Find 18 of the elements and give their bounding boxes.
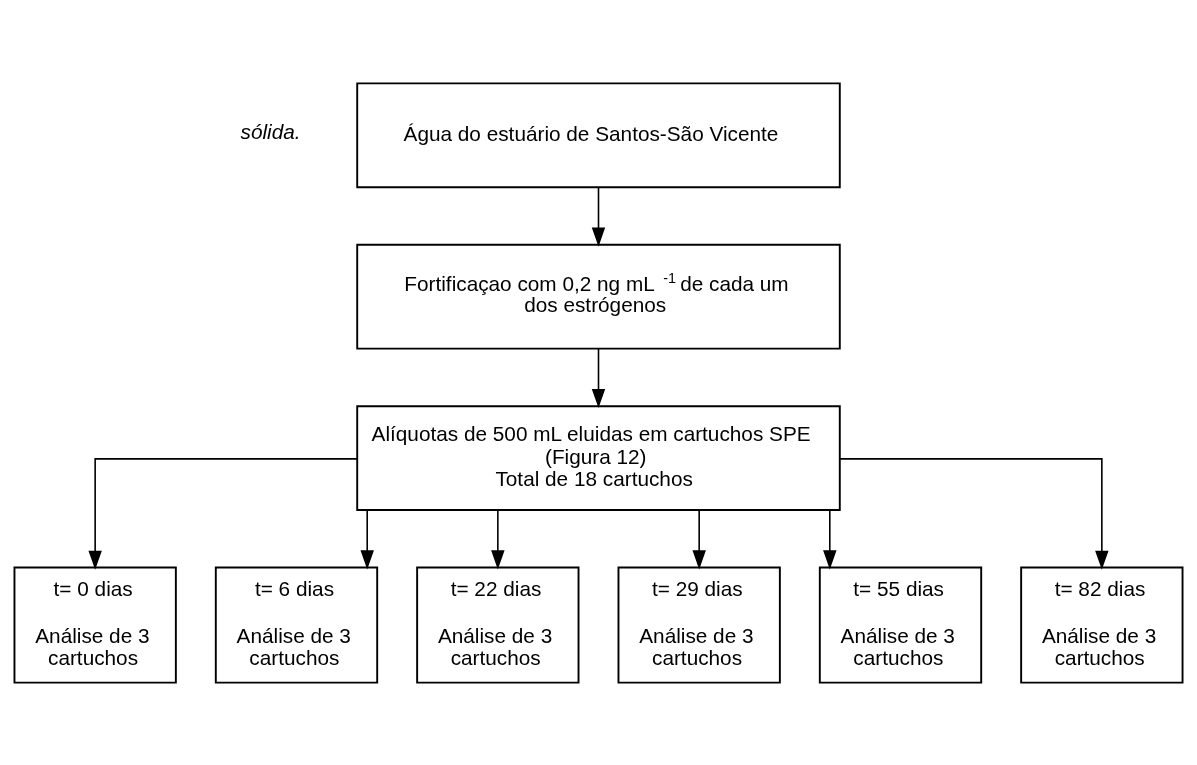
node-box: t= 55 dias Análise de 3 cartuchos — [818, 566, 983, 684]
node-box: t= 22 dias Análise de 3 cartuchos — [416, 566, 580, 684]
arrow — [360, 509, 374, 570]
arrow — [591, 347, 606, 408]
node-box: t= 29 dias Análise de 3 cartuchos — [617, 566, 781, 684]
node-box: t= 82 dias Análise de 3 cartuchos — [1020, 566, 1184, 684]
arrow — [692, 509, 706, 570]
node-box: t= 0 dias Análise de 3 cartuchos — [13, 566, 177, 684]
arrow — [591, 185, 606, 247]
arrow — [839, 457, 1109, 570]
node-box: Alíquotas de 500 mL eluidas em cartuchos SPE (Figura 12) Total de 18 cartuchos — [356, 404, 841, 511]
node-box: Fortificaçao com 0,2 ng mL$^{-1}$ de cada um dos estrógenos — [356, 243, 841, 350]
arrow — [823, 509, 837, 570]
label: sólida. — [240, 119, 301, 143]
node-box: Água do estuário de Santos-São Vicente — [356, 81, 841, 188]
arrow — [491, 509, 505, 570]
node-box: t= 6 dias Análise de 3 cartuchos — [214, 566, 379, 684]
arrow — [88, 457, 358, 570]
